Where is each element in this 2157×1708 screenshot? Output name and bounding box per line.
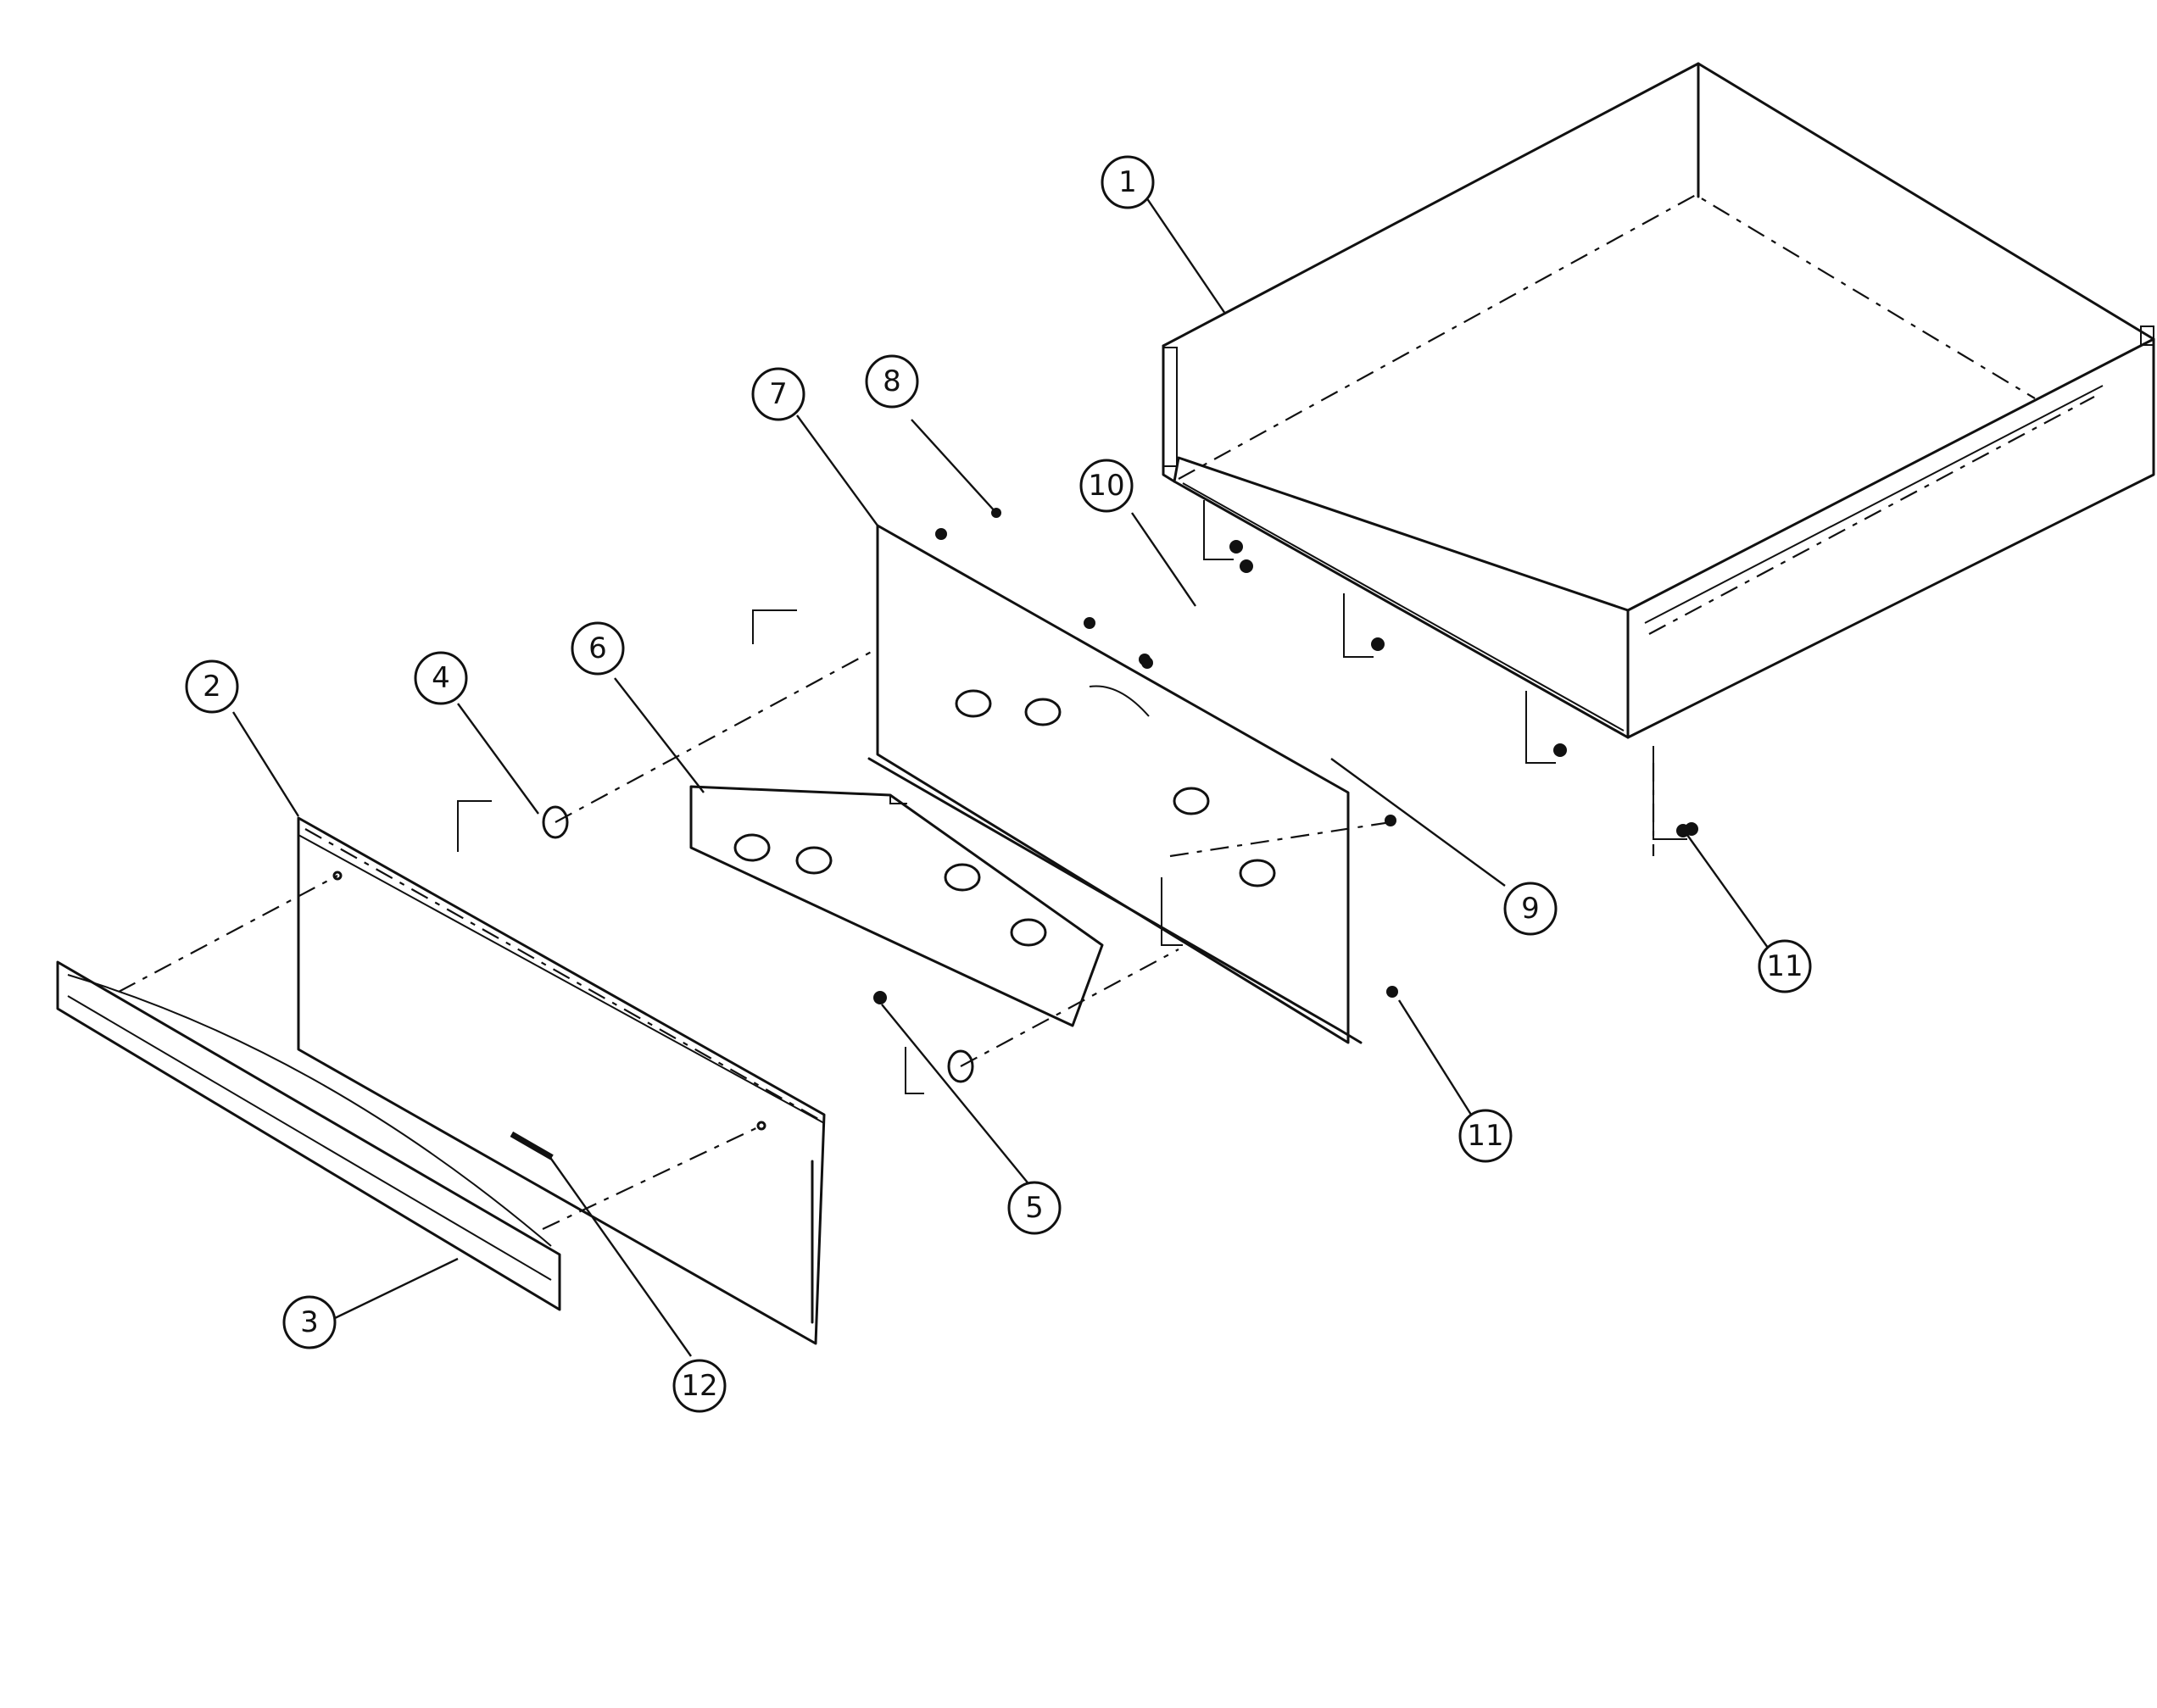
callout-label: 8 (883, 364, 901, 398)
handle-part (56, 960, 561, 1311)
callout-label: 6 (588, 631, 607, 665)
callout-7: 7 (751, 367, 805, 421)
callout-label: 10 (1088, 469, 1124, 503)
callout-11-panel: 11 (1458, 1109, 1513, 1163)
callout-label: 4 (432, 661, 450, 695)
callout-label: 11 (1467, 1119, 1503, 1153)
callout-label: 9 (1521, 892, 1540, 926)
callout-label: 1 (1118, 165, 1137, 199)
callout-2: 2 (185, 659, 239, 714)
callout-4: 4 (414, 651, 468, 705)
callout-3: 3 (282, 1295, 337, 1349)
callout-6: 6 (571, 621, 625, 676)
drawer-box-part (1162, 62, 2155, 840)
callout-8: 8 (865, 354, 919, 409)
callout-1: 1 (1101, 155, 1155, 209)
callout-12: 12 (672, 1359, 727, 1413)
callout-label: 12 (681, 1369, 717, 1403)
callout-10: 10 (1079, 459, 1134, 513)
callout-label: 3 (300, 1305, 319, 1339)
callout-label: 11 (1766, 949, 1803, 983)
callout-label: 5 (1025, 1191, 1044, 1225)
callout-11-drawer: 11 (1758, 939, 1812, 993)
callout-leaders (231, 194, 1773, 1357)
callout-5: 5 (1007, 1181, 1062, 1235)
front-panel-part (297, 816, 826, 1345)
inner-back-panel-part (867, 524, 1398, 1044)
callout-label: 2 (203, 670, 221, 704)
explosion-lines (118, 609, 1655, 1230)
callout-label: 7 (769, 377, 788, 411)
callout-9: 9 (1503, 882, 1558, 936)
heat-shield-part (689, 785, 1104, 1027)
